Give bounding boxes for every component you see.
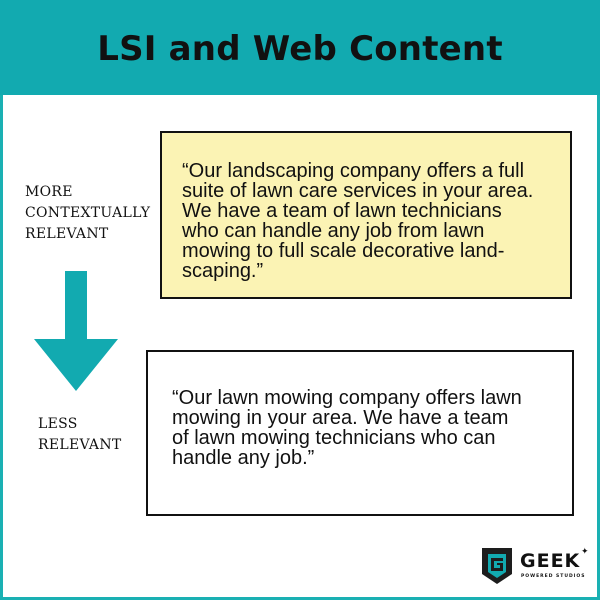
quote-line: mowing in your area. We have a team — [172, 407, 509, 429]
down-arrow-icon — [34, 271, 118, 391]
more-relevant-label-line: RELEVANT — [25, 226, 109, 242]
more-relevant-quote-box: “Our landscaping company offers a full s… — [160, 131, 572, 299]
quote-line: who can handle any job from lawn — [182, 220, 485, 242]
quote-line: scaping.” — [182, 260, 264, 282]
less-relevant-label-line: LESS — [38, 416, 78, 432]
more-relevant-quote: “Our landscaping company offers a full s… — [182, 161, 558, 281]
quote-line: mowing to full scale decorative land- — [182, 240, 505, 262]
page-title: LSI and Web Content — [97, 28, 503, 69]
geek-shield-icon — [482, 548, 512, 584]
less-relevant-quote-box: “Our lawn mowing company offers lawn mow… — [146, 350, 574, 516]
quote-line: “Our landscaping company offers a full — [182, 160, 525, 182]
quote-line: of lawn mowing technicians who can — [172, 427, 496, 449]
more-relevant-label-line: MORE — [25, 184, 73, 200]
more-relevant-label: MORE CONTEXTUALLY RELEVANT — [25, 182, 150, 245]
logo-wordmark: GEEK — [520, 550, 581, 572]
more-relevant-label-line: CONTEXTUALLY — [25, 205, 151, 221]
geek-logo: GEEK ✦ POWERED STUDIOS — [480, 546, 590, 586]
less-relevant-label: LESS RELEVANT — [38, 414, 122, 456]
logo-subtitle: POWERED STUDIOS — [521, 574, 586, 579]
less-relevant-label-line: RELEVANT — [38, 437, 122, 453]
quote-line: We have a team of lawn technicians — [182, 200, 502, 222]
quote-line: handle any job.” — [172, 447, 315, 469]
header-banner: LSI and Web Content — [0, 0, 600, 95]
quote-line: suite of lawn care services in your area… — [182, 180, 534, 202]
less-relevant-quote: “Our lawn mowing company offers lawn mow… — [172, 388, 558, 468]
quote-line: “Our lawn mowing company offers lawn — [172, 387, 522, 409]
logo-star-icon: ✦ — [581, 546, 589, 556]
